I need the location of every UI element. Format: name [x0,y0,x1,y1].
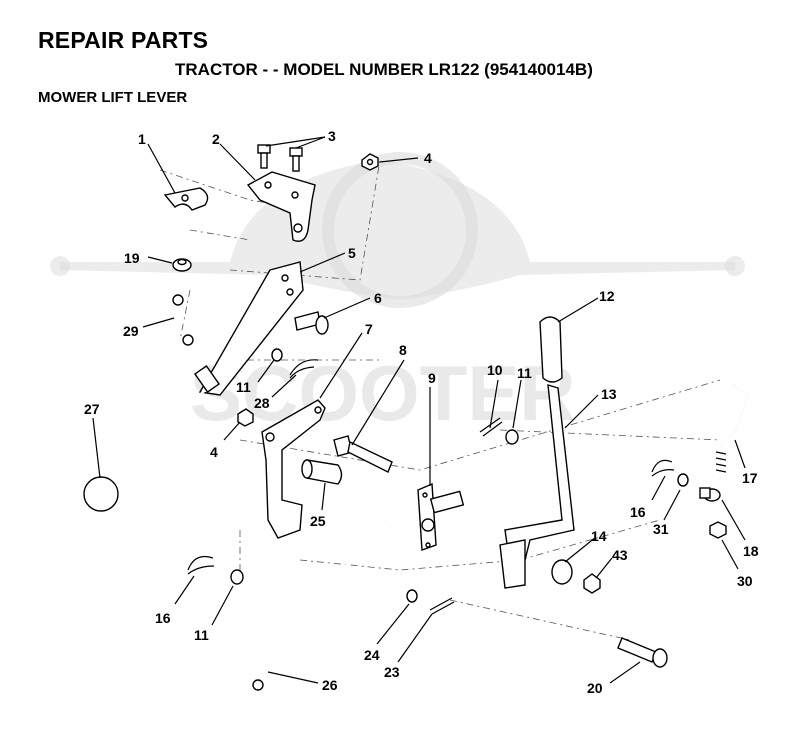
part-7-plate [261,399,326,539]
part-14-bushing [551,559,573,585]
part-labels: 1 2 3 4 4 5 6 7 8 9 10 11 11 11 12 13 14… [84,128,759,696]
label-30: 30 [737,573,753,589]
part-3-bolts [257,144,303,172]
label-3: 3 [328,128,336,144]
part-17-rod [715,384,749,481]
label-13: 13 [601,386,617,402]
watermark-text: SCOOTER [190,349,576,437]
part-16-pin [651,459,675,477]
part-11-washer-lower [230,569,244,585]
part-23-pin [429,597,455,615]
label-14: 14 [591,528,607,544]
label-29: 29 [123,323,139,339]
label-26: 26 [322,677,338,693]
part-28-pin [289,359,319,379]
label-43: 43 [612,547,628,563]
part-20-bolt [617,637,668,668]
label-23: 23 [384,664,400,680]
label-24: 24 [364,647,380,663]
section-title: MOWER LIFT LEVER [38,89,188,106]
part-11-washer-mid [505,429,519,445]
label-17: 17 [742,470,758,486]
label-16-left: 16 [155,610,171,626]
part-8-bolt [333,435,393,473]
part-19-nut [172,258,192,272]
model-subtitle: TRACTOR - - MODEL NUMBER LR122 (95414001… [175,60,593,79]
label-20: 20 [587,680,603,696]
assembly-lines [159,159,721,641]
part-26-rod [252,521,387,691]
label-4-mid: 4 [210,444,218,460]
label-1: 1 [138,131,146,147]
label-27: 27 [84,401,100,417]
part-11-washer [271,348,283,362]
label-12: 12 [599,288,615,304]
leader-lines [92,136,746,684]
part-5-lever-arm [198,261,304,396]
label-4-top: 4 [424,150,432,166]
part-27-knob [83,476,119,512]
label-5: 5 [348,245,356,261]
part-6-bolt [294,311,329,335]
part-31-washer [677,473,689,487]
label-8: 8 [399,342,407,358]
part-12-grip [539,316,563,383]
label-11-upper: 11 [236,379,251,395]
label-31: 31 [653,521,669,537]
label-19: 19 [124,250,140,266]
label-9: 9 [428,370,436,386]
part-4-nut [361,153,379,171]
label-28: 28 [254,395,270,411]
part-18-ferrule [699,487,721,502]
part-4-nut-lower [237,408,254,427]
label-16-right: 16 [630,504,646,520]
label-11-lower: 11 [194,627,209,643]
part-30-nut [709,521,727,539]
page-title: REPAIR PARTS [38,27,209,53]
part-16-pin-lower [187,555,215,575]
label-6: 6 [374,290,382,306]
label-2: 2 [212,131,220,147]
label-18: 18 [743,543,759,559]
label-10: 10 [487,362,503,378]
part-29-link [172,294,194,346]
part-25-spacer [306,459,343,485]
part-43-nut [583,573,601,594]
watermark: SCOOTER [50,152,745,437]
part-24-washer [406,589,418,603]
label-7: 7 [365,321,373,337]
label-25: 25 [310,513,326,529]
label-11-mid: 11 [517,365,532,381]
